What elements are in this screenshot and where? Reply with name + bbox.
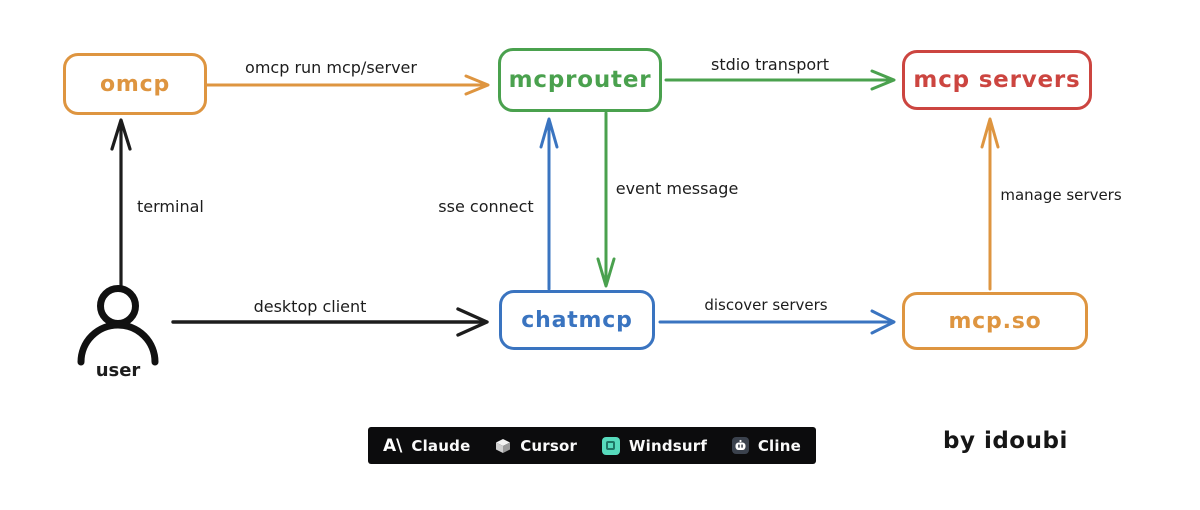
- client-cline-label: Cline: [757, 436, 801, 455]
- arrow-mcpso-to-mcpservers: [980, 117, 1000, 291]
- client-windsurf: Windsurf: [601, 436, 708, 455]
- node-mcp-so-label: mcp.so: [948, 308, 1042, 334]
- edge-label-omcp-run: omcp run mcp/server: [245, 58, 417, 77]
- client-cline: Cline: [731, 436, 801, 455]
- node-omcp: omcp: [63, 53, 207, 115]
- cline-logo-icon: [731, 437, 749, 454]
- client-windsurf-label: Windsurf: [628, 436, 708, 455]
- user-label: user: [95, 360, 141, 381]
- edge-label-terminal: terminal: [137, 197, 204, 216]
- user-icon: [77, 285, 159, 366]
- node-mcp-servers-label: mcp servers: [913, 67, 1081, 93]
- node-mcprouter: mcprouter: [498, 48, 662, 112]
- node-chatmcp: chatmcp: [499, 290, 655, 350]
- edge-label-stdio-transport: stdio transport: [710, 55, 830, 74]
- node-chatmcp-label: chatmcp: [521, 307, 633, 333]
- arrow-chatmcp-to-mcpso: [658, 309, 896, 335]
- cursor-logo-icon: [496, 438, 511, 453]
- client-cursor-label: Cursor: [520, 436, 578, 455]
- arrow-omcp-to-mcprouter: [205, 74, 490, 96]
- node-mcp-so: mcp.so: [902, 292, 1088, 350]
- client-claude-label: Claude: [411, 436, 471, 455]
- windsurf-logo-inner: [606, 441, 616, 450]
- node-mcprouter-label: mcprouter: [508, 67, 652, 93]
- arrow-chatmcp-to-mcprouter: [539, 117, 559, 291]
- edge-label-discover-servers: discover servers: [704, 296, 828, 314]
- cline-robot-glyph: [735, 439, 746, 450]
- arrow-user-to-omcp: [110, 118, 132, 289]
- node-omcp-label: omcp: [99, 71, 171, 97]
- client-claude: A\ Claude: [383, 436, 470, 456]
- edge-label-event-message: event message: [615, 179, 739, 198]
- arrow-mcprouter-to-chatmcp: [596, 111, 616, 288]
- clients-bar: A\ Claude Cursor Windsurf: [368, 427, 816, 464]
- edge-label-sse-connect: sse connect: [438, 197, 534, 216]
- client-cursor: Cursor: [495, 437, 577, 455]
- edge-label-desktop-client: desktop client: [253, 297, 367, 316]
- claude-logo-icon: A\: [383, 435, 403, 456]
- credit-text: by idoubi: [943, 428, 1068, 454]
- edge-label-manage-servers: manage servers: [1000, 186, 1122, 204]
- windsurf-logo-icon: [601, 436, 620, 455]
- node-mcp-servers: mcp servers: [902, 50, 1092, 110]
